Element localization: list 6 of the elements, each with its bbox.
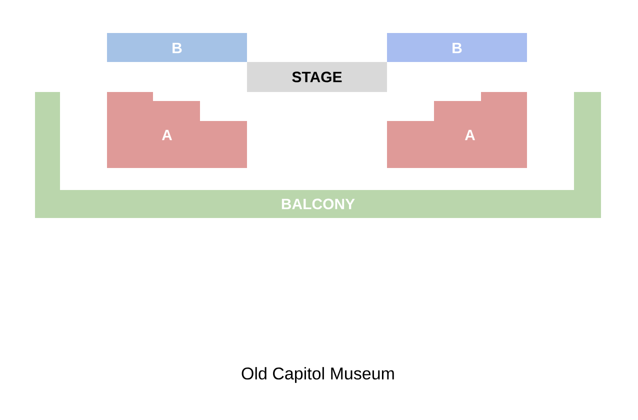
seat-section: A xyxy=(387,92,527,168)
seat-section: B xyxy=(107,33,247,62)
caption: Old Capitol Museum xyxy=(242,367,394,383)
seat-section: B xyxy=(387,33,527,62)
seat-section: A xyxy=(107,92,247,168)
stage: STAGE xyxy=(247,62,387,92)
